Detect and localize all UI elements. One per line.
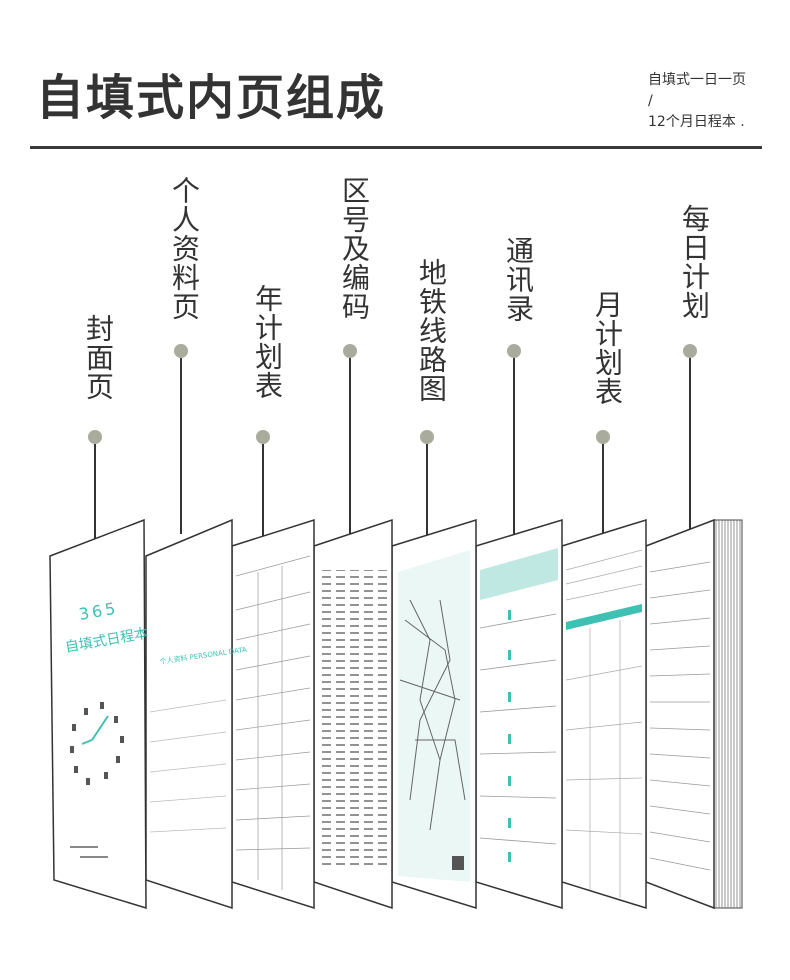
page-daily-plan <box>645 518 743 910</box>
marker-dot-contacts <box>507 344 521 358</box>
connector-line-area-codes <box>349 358 351 534</box>
page-personal-data: 个人资料 PERSONAL DATA <box>145 518 248 910</box>
page-year-plan <box>231 518 315 910</box>
label-subway-map: 地铁线路图 <box>415 258 448 403</box>
connector-line-month-plan <box>602 444 604 540</box>
label-personal: 个人资料页 <box>168 176 201 321</box>
subtitle: 自填式一日一页 / 12个月日程本 . <box>648 70 746 133</box>
subtitle-line-3: 12个月日程本 . <box>648 114 745 130</box>
header-divider <box>30 146 762 149</box>
connector-line-contacts <box>513 358 515 534</box>
subtitle-line-1: 自填式一日一页 <box>648 72 746 88</box>
label-daily-plan: 每日计划 <box>678 204 711 320</box>
page-subway-map <box>391 518 477 910</box>
marker-dot-cover <box>88 430 102 444</box>
connector-line-year-plan <box>262 444 264 540</box>
label-contacts: 通讯录 <box>502 236 535 323</box>
marker-dot-area-codes <box>343 344 357 358</box>
label-year-plan: 年计划表 <box>251 284 284 400</box>
marker-dot-month-plan <box>596 430 610 444</box>
label-cover: 封面页 <box>82 314 115 401</box>
marker-dot-daily-plan <box>683 344 697 358</box>
label-area-codes: 区号及编码 <box>338 176 371 321</box>
connector-line-personal <box>180 358 182 534</box>
connector-line-daily-plan <box>689 358 691 534</box>
connector-line-subway-map <box>426 444 428 540</box>
label-month-plan: 月计划表 <box>591 290 624 406</box>
clock-icon <box>70 702 124 785</box>
page-title: 自填式内页组成 <box>36 70 387 126</box>
page-month-plan <box>561 518 647 910</box>
marker-dot-year-plan <box>256 430 270 444</box>
marker-dot-personal <box>174 344 188 358</box>
page-cover: 365 自填式日程本 <box>49 518 149 910</box>
page-area-codes <box>313 518 393 910</box>
subtitle-line-2: / <box>648 93 653 109</box>
page-contacts <box>475 518 563 910</box>
connector-line-cover <box>94 444 96 540</box>
marker-dot-subway-map <box>420 430 434 444</box>
